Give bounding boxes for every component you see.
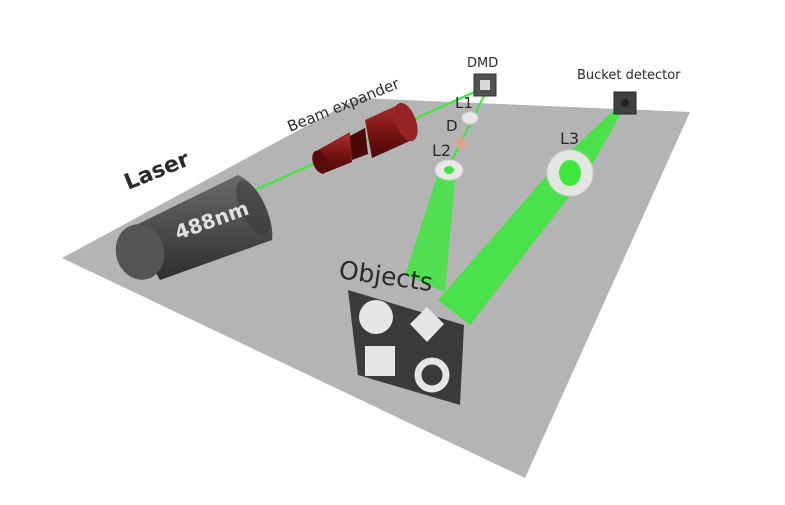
beam-expander — [312, 102, 418, 174]
lens-l2-center — [444, 166, 454, 174]
reflected-beam — [447, 87, 489, 169]
illumination-beam — [405, 168, 456, 292]
object-diamond — [410, 307, 444, 342]
object-square — [365, 346, 395, 376]
d-label: D — [446, 117, 458, 135]
lens-l1 — [461, 111, 479, 125]
l2-label: L2 — [432, 141, 451, 160]
dmd-device — [473, 73, 497, 97]
bucket-detector-label: Bucket detector — [577, 68, 681, 83]
dmd-label: DMD — [467, 56, 498, 71]
object-ring — [414, 357, 450, 393]
l1-label: L1 — [455, 94, 473, 112]
lens-l3-center — [559, 160, 581, 186]
l3-label: L3 — [560, 129, 579, 148]
aperture-d — [456, 137, 466, 149]
bucket-detector-device — [613, 91, 637, 115]
laser-unit — [115, 175, 273, 280]
object-circle — [359, 300, 393, 334]
laser-label: Laser — [121, 147, 193, 196]
object-plate — [348, 290, 464, 405]
